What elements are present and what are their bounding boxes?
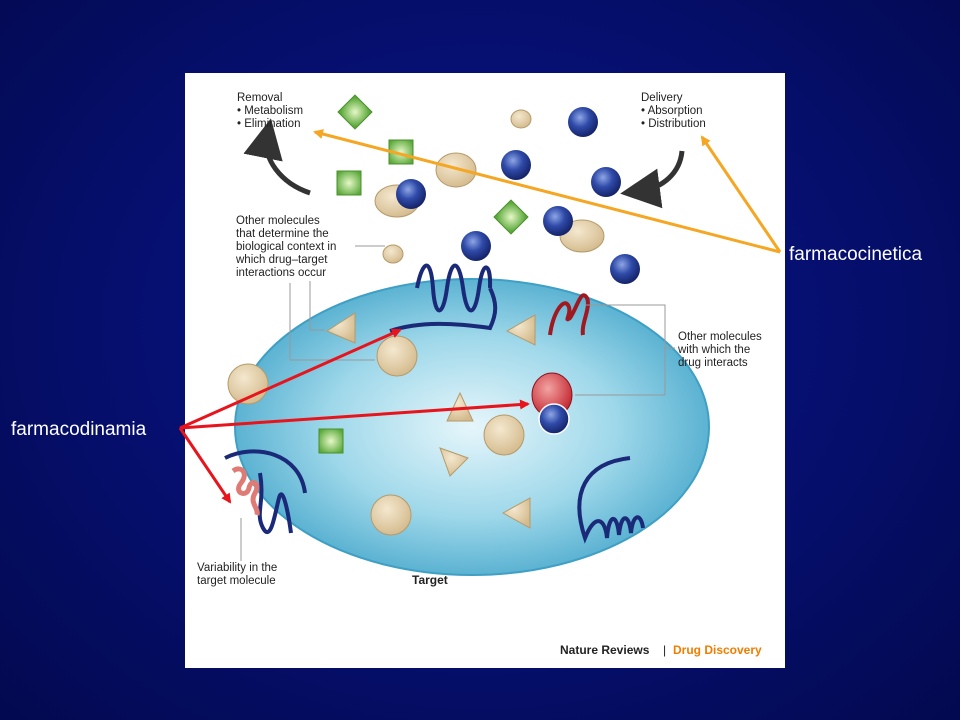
molecule-tan <box>382 244 404 264</box>
label-farmacocinetica: farmacocinetica <box>789 244 923 265</box>
credit-journal: Nature Reviews <box>560 643 650 657</box>
molecule-blue <box>543 206 573 236</box>
drug-molecule-square <box>493 199 529 235</box>
molecule-tan <box>435 152 477 188</box>
molecule-blue <box>591 167 621 197</box>
molecule-blue <box>501 150 531 180</box>
pk-arrow-removal <box>313 129 781 254</box>
removal-arrow <box>243 118 311 196</box>
other-molecules-interacts-label: Other molecules with which the drug inte… <box>678 331 762 369</box>
delivery-arrow <box>620 150 685 209</box>
molecule-blue <box>610 254 640 284</box>
molecule-tan <box>483 414 525 456</box>
drug-molecule-square <box>336 170 362 196</box>
figure-panel: Removal • Metabolism • Elimination Deliv… <box>185 73 785 668</box>
target-receptor-variant <box>224 449 307 534</box>
target-cell <box>234 278 710 576</box>
leader-line-context <box>289 245 385 361</box>
pd-arrow-drug-target <box>179 399 530 430</box>
credit-separator: | <box>663 643 667 657</box>
molecule-tan <box>510 109 532 129</box>
molecule-triangle <box>501 497 531 529</box>
target-variant-overlay <box>231 466 260 516</box>
target-receptor <box>577 456 645 544</box>
molecule-blue <box>568 107 598 137</box>
delivery-title: Delivery <box>641 92 683 104</box>
molecule-blue <box>396 179 426 209</box>
delivery-item-distribution: • Distribution <box>641 118 706 130</box>
drug-molecule <box>538 403 570 435</box>
removal-title: Removal <box>237 92 283 104</box>
drug-molecule-square <box>337 94 373 130</box>
variability-label: Variability in the target molecule <box>197 562 278 587</box>
target-receptor <box>389 263 498 333</box>
molecule-blue <box>461 231 491 261</box>
delivery-item-absorption: • Absorption <box>641 105 703 117</box>
diagram-graphic <box>224 94 710 576</box>
target-label: Target <box>412 573 448 587</box>
label-farmacodinamia: farmacodinamia <box>11 419 147 440</box>
pk-arrow-delivery <box>700 135 782 253</box>
molecule-triangle <box>439 447 469 477</box>
credit-section: Drug Discovery <box>673 643 762 657</box>
molecule-triangle <box>505 314 536 346</box>
other-interacting-molecule <box>548 293 590 336</box>
pd-arrow-variability <box>178 427 232 504</box>
drug-molecule-square <box>318 428 344 454</box>
leader-line-interacts <box>575 304 675 396</box>
removal-item-metabolism: • Metabolism <box>237 105 304 117</box>
removal-item-elimination: • Elimination <box>237 118 301 130</box>
molecule-tan <box>370 494 412 536</box>
molecule-triangle <box>325 312 356 344</box>
other-molecules-context-label: Other molecules that determine the biolo… <box>236 215 337 279</box>
pd-arrow-receptor <box>179 328 402 430</box>
